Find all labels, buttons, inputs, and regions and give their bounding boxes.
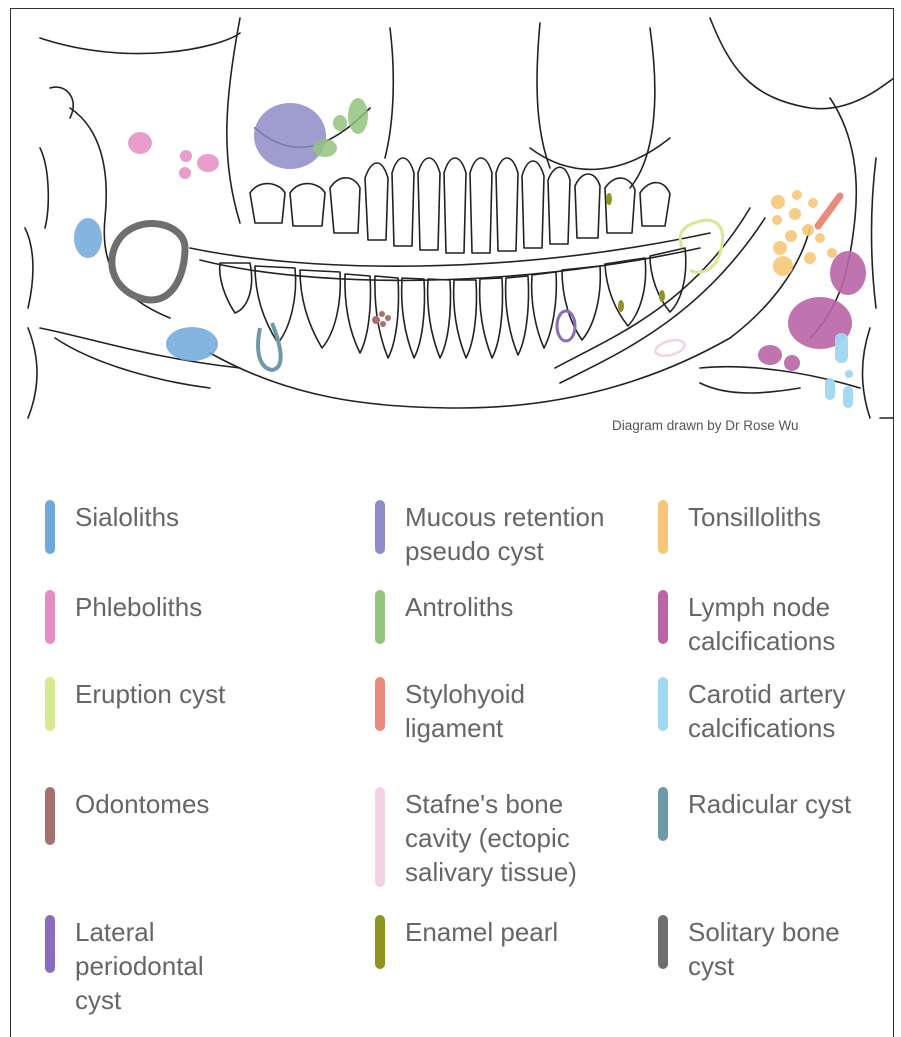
antrolith-marker xyxy=(348,98,368,134)
antrolith-marker xyxy=(333,115,347,131)
legend-swatch xyxy=(375,500,385,554)
legend-swatch xyxy=(658,677,668,731)
legend-swatch xyxy=(658,787,668,841)
legend-label: Solitary bone cyst xyxy=(688,915,840,983)
legend-swatch xyxy=(45,787,55,845)
legend-item-lymph-node-calcifications: Lymph node calcifications xyxy=(658,590,835,658)
legend-swatch xyxy=(658,915,668,969)
legend-label: Tonsilloliths xyxy=(688,500,821,534)
enamel-pearl-marker xyxy=(659,290,665,302)
lateral-periodontal-cyst-marker xyxy=(557,311,575,341)
stylohyoid-ligament-marker xyxy=(818,196,840,226)
legend-swatch xyxy=(45,500,55,554)
legend-swatch xyxy=(45,915,55,973)
legend-label: Stylohyoid ligament xyxy=(405,677,525,745)
legend-item-eruption-cyst: Eruption cyst xyxy=(45,677,225,731)
legend-label: Mucous retention pseudo cyst xyxy=(405,500,604,568)
legend-swatch xyxy=(45,677,55,731)
legend-item-antroliths: Antroliths xyxy=(375,590,513,644)
legend-label: Lymph node calcifications xyxy=(688,590,835,658)
legend-item-odontomes: Odontomes xyxy=(45,787,209,845)
mucous-retention-pseudocyst-marker xyxy=(254,103,326,169)
legend-item-enamel-pearl: Enamel pearl xyxy=(375,915,558,969)
stafne-bone-cavity-marker xyxy=(654,337,687,358)
legend-swatch xyxy=(658,590,668,644)
legend-label: Lateral periodontal cyst xyxy=(75,915,204,1017)
legend-item-stylohyoid-ligament: Stylohyoid ligament xyxy=(375,677,525,745)
phlebolith-marker xyxy=(179,167,191,179)
legend-item-sialoliths: Sialoliths xyxy=(45,500,179,554)
legend-label: Odontomes xyxy=(75,787,209,821)
legend-label: Radicular cyst xyxy=(688,787,851,821)
legend-label: Sialoliths xyxy=(75,500,179,534)
phlebolith-marker xyxy=(180,150,192,162)
legend-swatch xyxy=(375,590,385,644)
enamel-pearl-marker xyxy=(618,300,624,312)
enamel-pearl-marker xyxy=(606,193,612,205)
legend-item-lateral-periodontal-cyst: Lateral periodontal cyst xyxy=(45,915,204,1017)
legend-swatch xyxy=(658,500,668,554)
legend-label: Antroliths xyxy=(405,590,513,624)
phlebolith-marker xyxy=(197,154,219,172)
legend-label: Stafne's bone cavity (ectopic salivary t… xyxy=(405,787,577,889)
legend-swatch xyxy=(375,787,385,887)
legend-item-tonsilloliths: Tonsilloliths xyxy=(658,500,821,554)
legend-swatch xyxy=(375,915,385,969)
sialolith-marker xyxy=(74,218,102,258)
radicular-cyst-marker xyxy=(258,323,281,370)
phlebolith-marker xyxy=(128,132,152,154)
legend-swatch xyxy=(375,677,385,731)
tonsillolith-marker xyxy=(771,190,837,276)
solitary-bone-cyst-marker xyxy=(112,224,185,300)
sialolith-marker xyxy=(166,327,218,361)
legend-item-solitary-bone-cyst: Solitary bone cyst xyxy=(658,915,840,983)
eruption-cyst-marker xyxy=(680,220,722,272)
legend-item-radicular-cyst: Radicular cyst xyxy=(658,787,851,841)
odontome-marker xyxy=(372,311,391,327)
legend-item-stafne-bone-cavity: Stafne's bone cavity (ectopic salivary t… xyxy=(375,787,577,889)
legend-label: Eruption cyst xyxy=(75,677,225,711)
legend-item-phleboliths: Phleboliths xyxy=(45,590,202,644)
legend-label: Enamel pearl xyxy=(405,915,558,949)
legend-label: Carotid artery calcifications xyxy=(688,677,846,745)
diagram-credit: Diagram drawn by Dr Rose Wu xyxy=(612,418,799,433)
antrolith-marker xyxy=(313,139,337,157)
legend-item-carotid-artery-calcifications: Carotid artery calcifications xyxy=(658,677,846,745)
panoramic-radiograph-diagram xyxy=(10,8,894,448)
legend-swatch xyxy=(45,590,55,644)
legend-item-mucous-retention-pseudocyst: Mucous retention pseudo cyst xyxy=(375,500,604,568)
legend-label: Phleboliths xyxy=(75,590,202,624)
